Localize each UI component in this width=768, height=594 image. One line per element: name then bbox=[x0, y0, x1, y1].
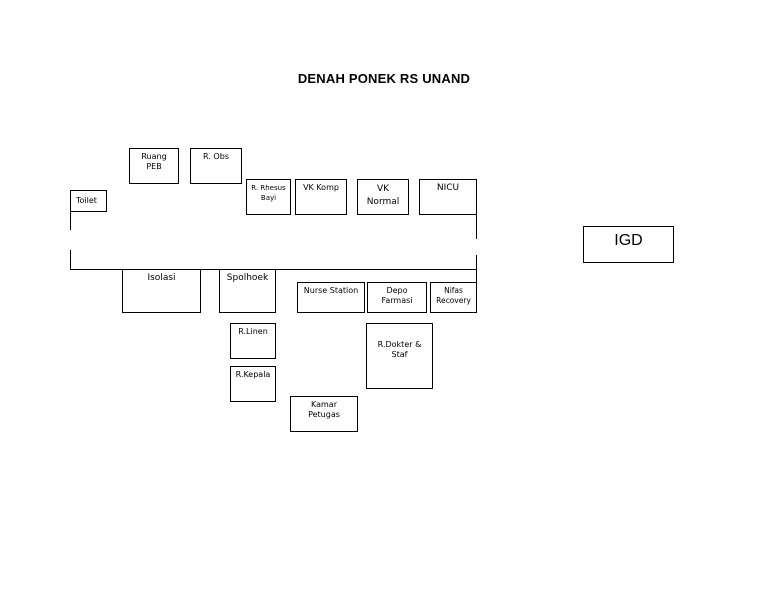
room-r-rhesus-bayi: R. Rhesus Bayi bbox=[246, 179, 291, 215]
room-spolhoek: Spolhoek bbox=[219, 269, 276, 313]
room-vk-komp: VK Komp bbox=[295, 179, 347, 215]
room-nifas-recovery: Nifas Recovery bbox=[430, 282, 477, 313]
room-nicu: NICU bbox=[419, 179, 477, 215]
room-r-dokter-staf: R.Dokter & Staf bbox=[366, 323, 433, 389]
room-r-linen: R.Linen bbox=[230, 323, 276, 359]
corridor-right-wall-upper bbox=[476, 214, 477, 239]
room-isolasi: Isolasi bbox=[122, 269, 201, 313]
corridor-right-wall-lower bbox=[476, 255, 477, 282]
room-r-obs: R. Obs bbox=[190, 148, 242, 184]
room-ruang-peb: Ruang PEB bbox=[129, 148, 179, 184]
room-depo-farmasi: Depo Farmasi bbox=[367, 282, 427, 313]
room-igd: IGD bbox=[583, 226, 674, 263]
floor-plan-title: DENAH PONEK RS UNAND bbox=[297, 71, 471, 86]
room-nurse-station: Nurse Station bbox=[297, 282, 365, 313]
room-vk-normal: VK Normal bbox=[357, 179, 409, 215]
corridor-left-wall bbox=[70, 212, 71, 230]
room-kamar-petugas: Kamar Petugas bbox=[290, 396, 358, 432]
room-r-kepala: R.Kepala bbox=[230, 366, 276, 402]
room-toilet: Toilet bbox=[70, 190, 107, 212]
corridor-left-wall-lower bbox=[70, 250, 71, 269]
